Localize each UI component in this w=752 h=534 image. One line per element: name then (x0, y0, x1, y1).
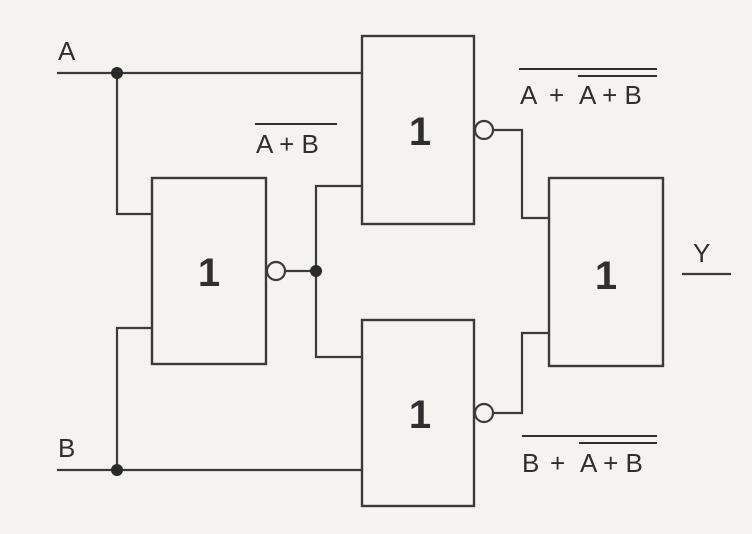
gate-top-body (360, 34, 476, 226)
bottom-gate-output-wire (492, 331, 551, 415)
wires (56, 71, 732, 472)
junction-to-top-gate-wire (314, 184, 364, 273)
expr-top-output: A + A + B (519, 68, 657, 110)
junction-dot-a (111, 67, 123, 79)
gate-top-label: 1 (409, 110, 431, 154)
expr-left-output: A + B (255, 123, 337, 159)
junction-to-bottom-gate-wire (314, 269, 364, 359)
b-to-left-gate-wire (115, 326, 154, 472)
junction-dot-middle (310, 265, 322, 277)
a-to-left-gate-wire (115, 71, 154, 216)
expr-top-plus: + (549, 80, 564, 110)
expr-bottom-plus: + (550, 448, 565, 478)
gate-right: 1 (547, 176, 665, 368)
gate-bottom-label: 1 (409, 393, 431, 437)
expr-bottom-output: B + A + B (522, 435, 657, 478)
gate-top: 1 (360, 34, 495, 226)
top-gate-output-wire (492, 128, 551, 220)
expr-top-term-a: A (520, 80, 538, 110)
gate-right-label: 1 (595, 254, 617, 298)
junction-dot-b (111, 464, 123, 476)
gate-bottom-inverter-bubble (473, 402, 495, 424)
gate-bottom-body (360, 318, 476, 508)
expr-left-text: A + B (256, 129, 319, 159)
gate-right-body (547, 176, 665, 368)
input-a-label: A (58, 36, 76, 66)
expr-top-term-inner: A + B (579, 80, 642, 110)
gate-left: 1 (150, 176, 287, 366)
input-b-label: B (58, 433, 75, 463)
output-y-label: Y (693, 238, 710, 268)
expr-bottom-term-b: B (522, 448, 539, 478)
gate-left-inverter-bubble (265, 260, 287, 282)
gate-bottom: 1 (360, 318, 495, 508)
gate-top-inverter-bubble (473, 119, 495, 141)
gate-left-label: 1 (198, 251, 220, 295)
expr-bottom-term-inner: A + B (580, 448, 643, 478)
